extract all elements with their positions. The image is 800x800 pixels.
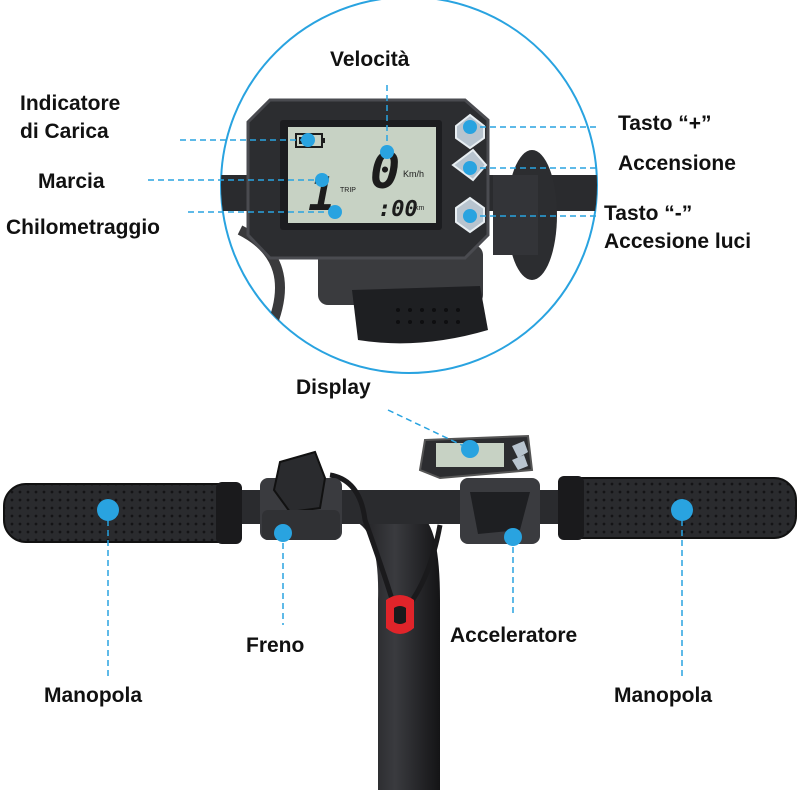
- label-freno: Freno: [246, 634, 305, 657]
- handlebar-assembly: [3, 434, 797, 790]
- lcd-odometer-value: :00: [378, 197, 418, 222]
- label-indicatore-carica: Indicatore di Carica: [20, 92, 121, 143]
- lcd-odometer-unit: km: [415, 205, 425, 212]
- dot-freno: [274, 524, 292, 542]
- callout-dots: [97, 120, 693, 546]
- zoom-display-housing: [246, 98, 490, 260]
- label-velocita: Velocità: [330, 48, 410, 71]
- lcd-trip-label: TRIP: [340, 187, 356, 194]
- throttle-display-unit: [418, 434, 540, 544]
- dot-velocita: [380, 145, 394, 159]
- dot-manopola-right: [671, 499, 693, 521]
- label-accensione: Accensione: [618, 152, 736, 175]
- lcd-speed-unit: Km/h: [403, 169, 424, 179]
- dot-manopola-left: [97, 499, 119, 521]
- dot-indicatore-carica: [301, 133, 315, 147]
- label-tasto-minus: Tasto “-” Accesione luci: [604, 202, 752, 253]
- brake-lever: [260, 450, 342, 540]
- zoom-throttle-paddle: [352, 286, 488, 344]
- label-acceleratore: Acceleratore: [450, 624, 578, 647]
- dot-chilometraggio: [328, 205, 342, 219]
- stem: [350, 515, 440, 790]
- dot-tasto-plus: [463, 120, 477, 134]
- callout-lines: [107, 85, 683, 678]
- dot-display: [461, 440, 479, 458]
- zoom-detail-circle: 0 Km/h 1 TRIP :00 km: [220, 0, 598, 374]
- label-tasto-plus: Tasto “+”: [618, 112, 712, 135]
- label-manopola-right: Manopola: [614, 684, 712, 707]
- dot-tasto-minus: [463, 209, 477, 223]
- dot-accensione: [463, 161, 477, 175]
- label-display: Display: [296, 376, 371, 399]
- label-chilometraggio: Chilometraggio: [6, 216, 161, 239]
- label-manopola-left: Manopola: [44, 684, 142, 707]
- dot-marcia: [315, 173, 329, 187]
- label-marcia: Marcia: [38, 170, 105, 193]
- dot-acceleratore: [504, 528, 522, 546]
- left-grip: [3, 482, 242, 544]
